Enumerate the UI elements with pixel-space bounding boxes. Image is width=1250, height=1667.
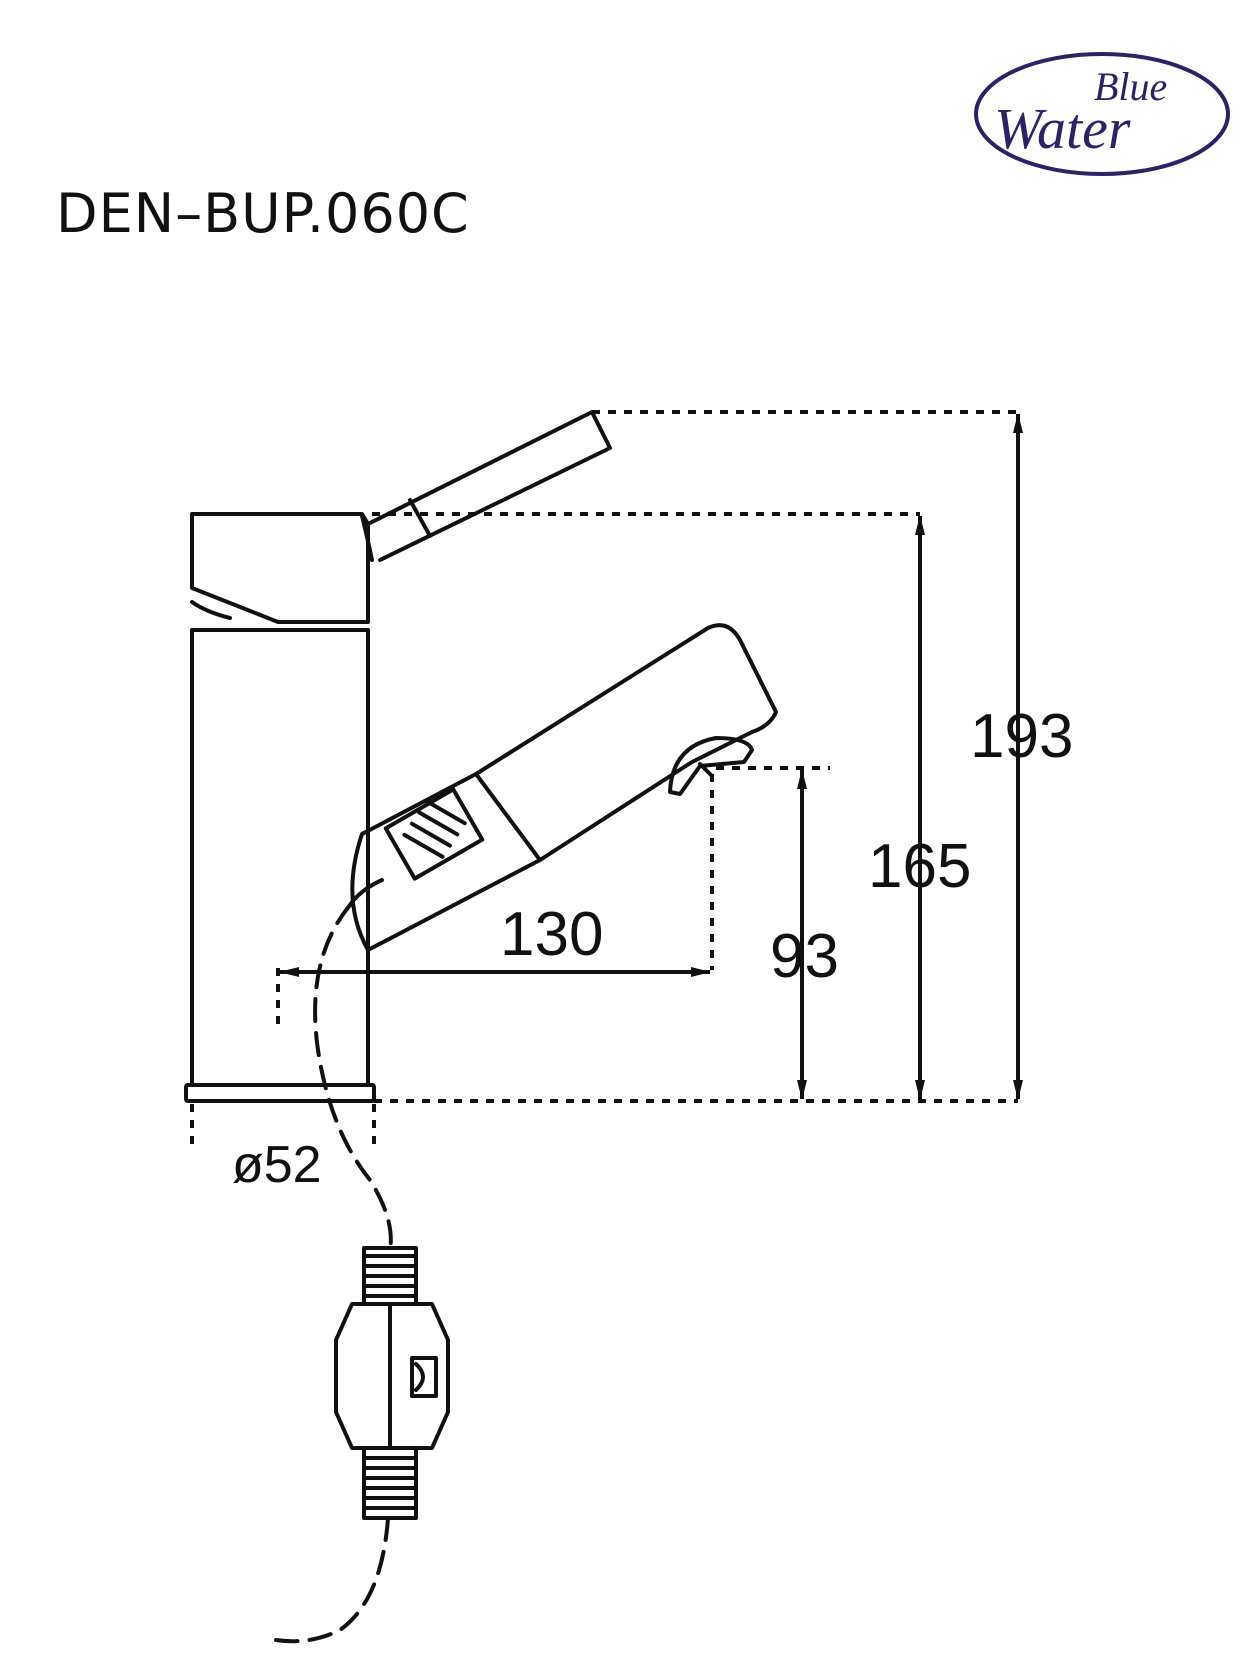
dimension-spout-reach [276,774,714,1030]
label-base-diameter: ø52 [232,1136,322,1194]
model-number-title: DEN–BUP.060C [56,182,470,245]
label-total-height: 193 [970,702,1073,771]
label-spout-reach: 130 [500,900,603,969]
lever-handle [190,410,612,624]
dimension-total-height [374,410,1023,1103]
faucet-body [184,628,376,1103]
label-spout-height: 93 [770,922,839,991]
logo-oval [974,52,1230,176]
hose-dashed [313,903,393,1252]
logo-text-blue: Blue [1094,64,1167,109]
label-lever-height: 165 [868,832,971,901]
dimension-spout-height [716,766,830,1100]
dimension-lever-height [372,512,925,1100]
blue-water-logo: Blue Water [974,52,1230,176]
logo-text-water: Water [994,96,1131,161]
dimension-base-diameter [190,1104,376,1150]
hose-weight-coupling [334,1246,450,1520]
hose-tail-dashed [274,1516,390,1644]
hose-inner [348,878,384,907]
